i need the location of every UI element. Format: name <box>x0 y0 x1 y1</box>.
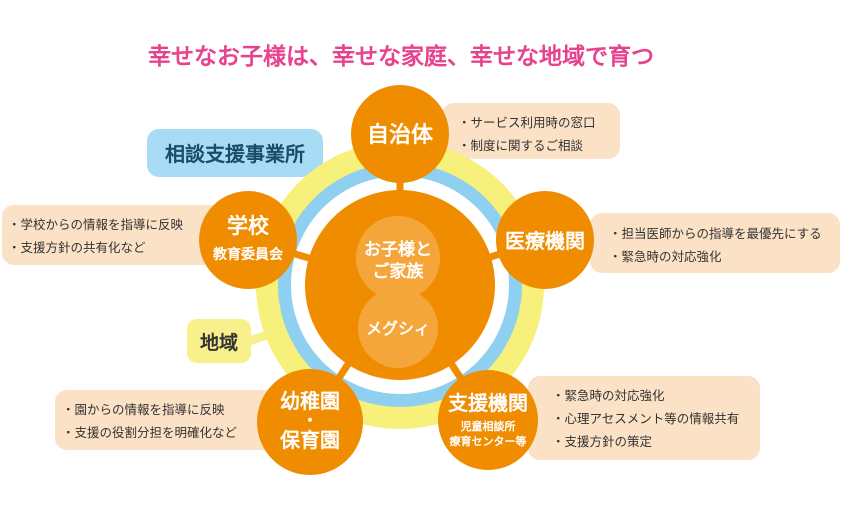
note-medical-1: ・担当医師からの指導を最優先にする <box>609 226 822 241</box>
node-support <box>438 370 538 470</box>
node-school-subtitle: 教育委員会 <box>213 246 284 263</box>
note-box-municipality <box>442 103 620 159</box>
center-service: メグシィ <box>366 319 430 338</box>
community-label: 地域 <box>200 331 238 354</box>
note-box-kindergarten <box>55 390 287 450</box>
consult-label: 相談支援事業所 <box>165 142 305 166</box>
center-line2: ご家族 <box>373 261 425 282</box>
note-municipality-1: ・サービス利用時の窓口 <box>458 115 596 130</box>
node-medical-title: 医療機関 <box>505 229 585 253</box>
node-support-title: 支援機関 <box>448 391 528 415</box>
note-school-2: ・支援方針の共有化など <box>8 240 146 255</box>
note-school-1: ・学校からの情報を指導に反映 <box>8 217 184 232</box>
node-kindergarten-title2: 保育園 <box>279 428 340 452</box>
center-service-bubble <box>358 288 438 368</box>
note-kindergarten-1: ・園からの情報を指導に反映 <box>62 402 225 417</box>
node-support-sub2: 療育センター等 <box>450 434 527 448</box>
note-box-school <box>2 205 237 265</box>
node-school-title: 学校 <box>227 214 270 238</box>
note-box-medical <box>590 213 840 273</box>
note-kindergarten-2: ・支援の役割分担を明確化など <box>62 425 238 440</box>
note-support-1: ・緊急時の対応強化 <box>552 388 665 403</box>
center-family-bubble <box>356 216 440 300</box>
page-title: 幸せなお子様は、幸せな家庭、幸せな地域で育つ <box>148 43 654 70</box>
community-label-box <box>187 319 251 363</box>
note-medical-2: ・緊急時の対応強化 <box>609 249 722 264</box>
consult-label-box <box>147 129 323 177</box>
node-municipality-title: 自治体 <box>367 122 434 148</box>
node-school <box>199 191 297 289</box>
node-support-sub1: 児童相談所 <box>460 419 516 433</box>
note-municipality-2: ・制度に関するご相談 <box>458 138 584 153</box>
node-kindergarten-title1: 幼稚園 <box>280 389 340 413</box>
node-municipality <box>351 85 449 183</box>
note-support-3: ・支援方針の策定 <box>552 434 652 449</box>
center-line1: お子様と <box>364 239 432 260</box>
node-kindergarten-dot: ・ <box>302 411 318 430</box>
note-box-support <box>528 376 760 460</box>
node-kindergarten <box>257 369 363 475</box>
node-medical <box>496 191 594 289</box>
note-support-2: ・心理アセスメント等の情報共有 <box>552 411 739 426</box>
